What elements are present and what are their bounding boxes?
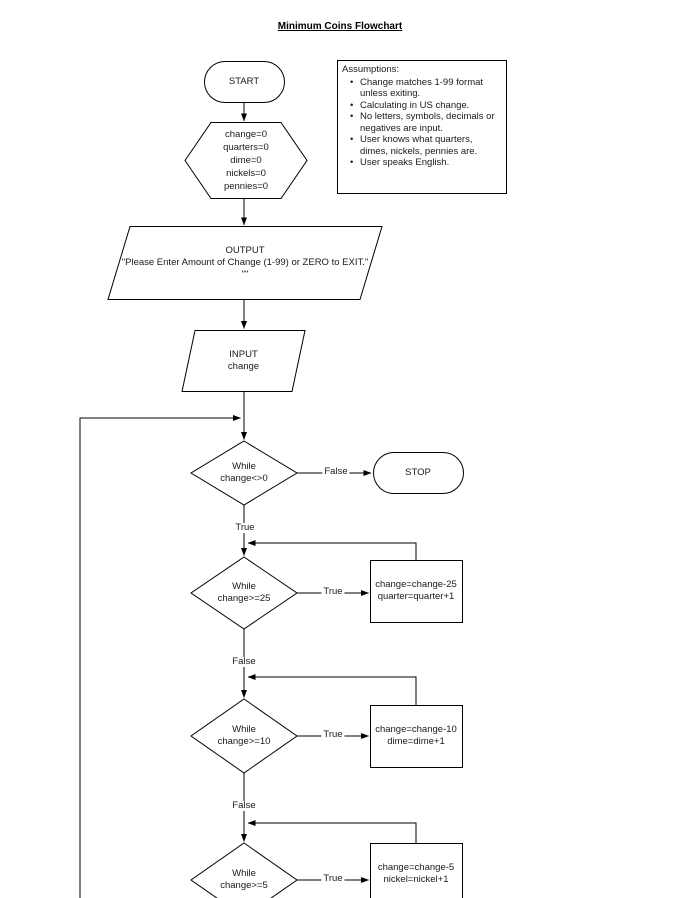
assumption-item: Calculating in US change. (342, 100, 503, 112)
nickels-loop-decision-shape (190, 842, 298, 898)
quarters-process-shape (370, 560, 463, 623)
assumption-item: User knows what quarters, dimes, nickels… (342, 134, 503, 157)
page-title: Minimum Coins Flowchart (277, 21, 403, 32)
quarters-loop-decision-shape (190, 556, 298, 630)
nickels-process-shape (370, 843, 463, 898)
assumptions-heading: Assumptions: (342, 64, 400, 75)
edge-dimes-feedback (247, 674, 417, 706)
start-terminator-shape (204, 61, 285, 103)
edge-label-nickels-true: True (321, 873, 345, 884)
assumptions-list: Change matches 1-99 format unless exitin… (342, 77, 503, 169)
edge-label-main-false: False (322, 466, 350, 477)
assumptions-box: Assumptions: Change matches 1-99 format … (337, 60, 507, 194)
edge-loopback-to-main-loop (79, 415, 241, 898)
edge-nickels-feedback (247, 820, 417, 844)
dimes-loop-decision-shape (190, 698, 298, 774)
edge-label-quarters-false: False (230, 656, 258, 667)
dimes-process-shape (370, 705, 463, 768)
output-io-shape (107, 226, 383, 300)
edge-quarters-feedback (247, 540, 417, 561)
edge-label-main-true: True (233, 522, 257, 533)
assumption-item: No letters, symbols, decimals or negativ… (342, 111, 503, 134)
init-preparation-shape (184, 122, 308, 199)
main-loop-decision-shape (190, 440, 298, 506)
stop-terminator-shape (373, 452, 464, 494)
edge-label-dimes-true: True (321, 729, 345, 740)
assumption-item: User speaks English. (342, 157, 503, 169)
edge-label-dimes-false: False (230, 800, 258, 811)
edge-label-quarters-true: True (321, 586, 345, 597)
input-io-shape (181, 330, 306, 392)
assumption-item: Change matches 1-99 format unless exitin… (342, 77, 503, 100)
